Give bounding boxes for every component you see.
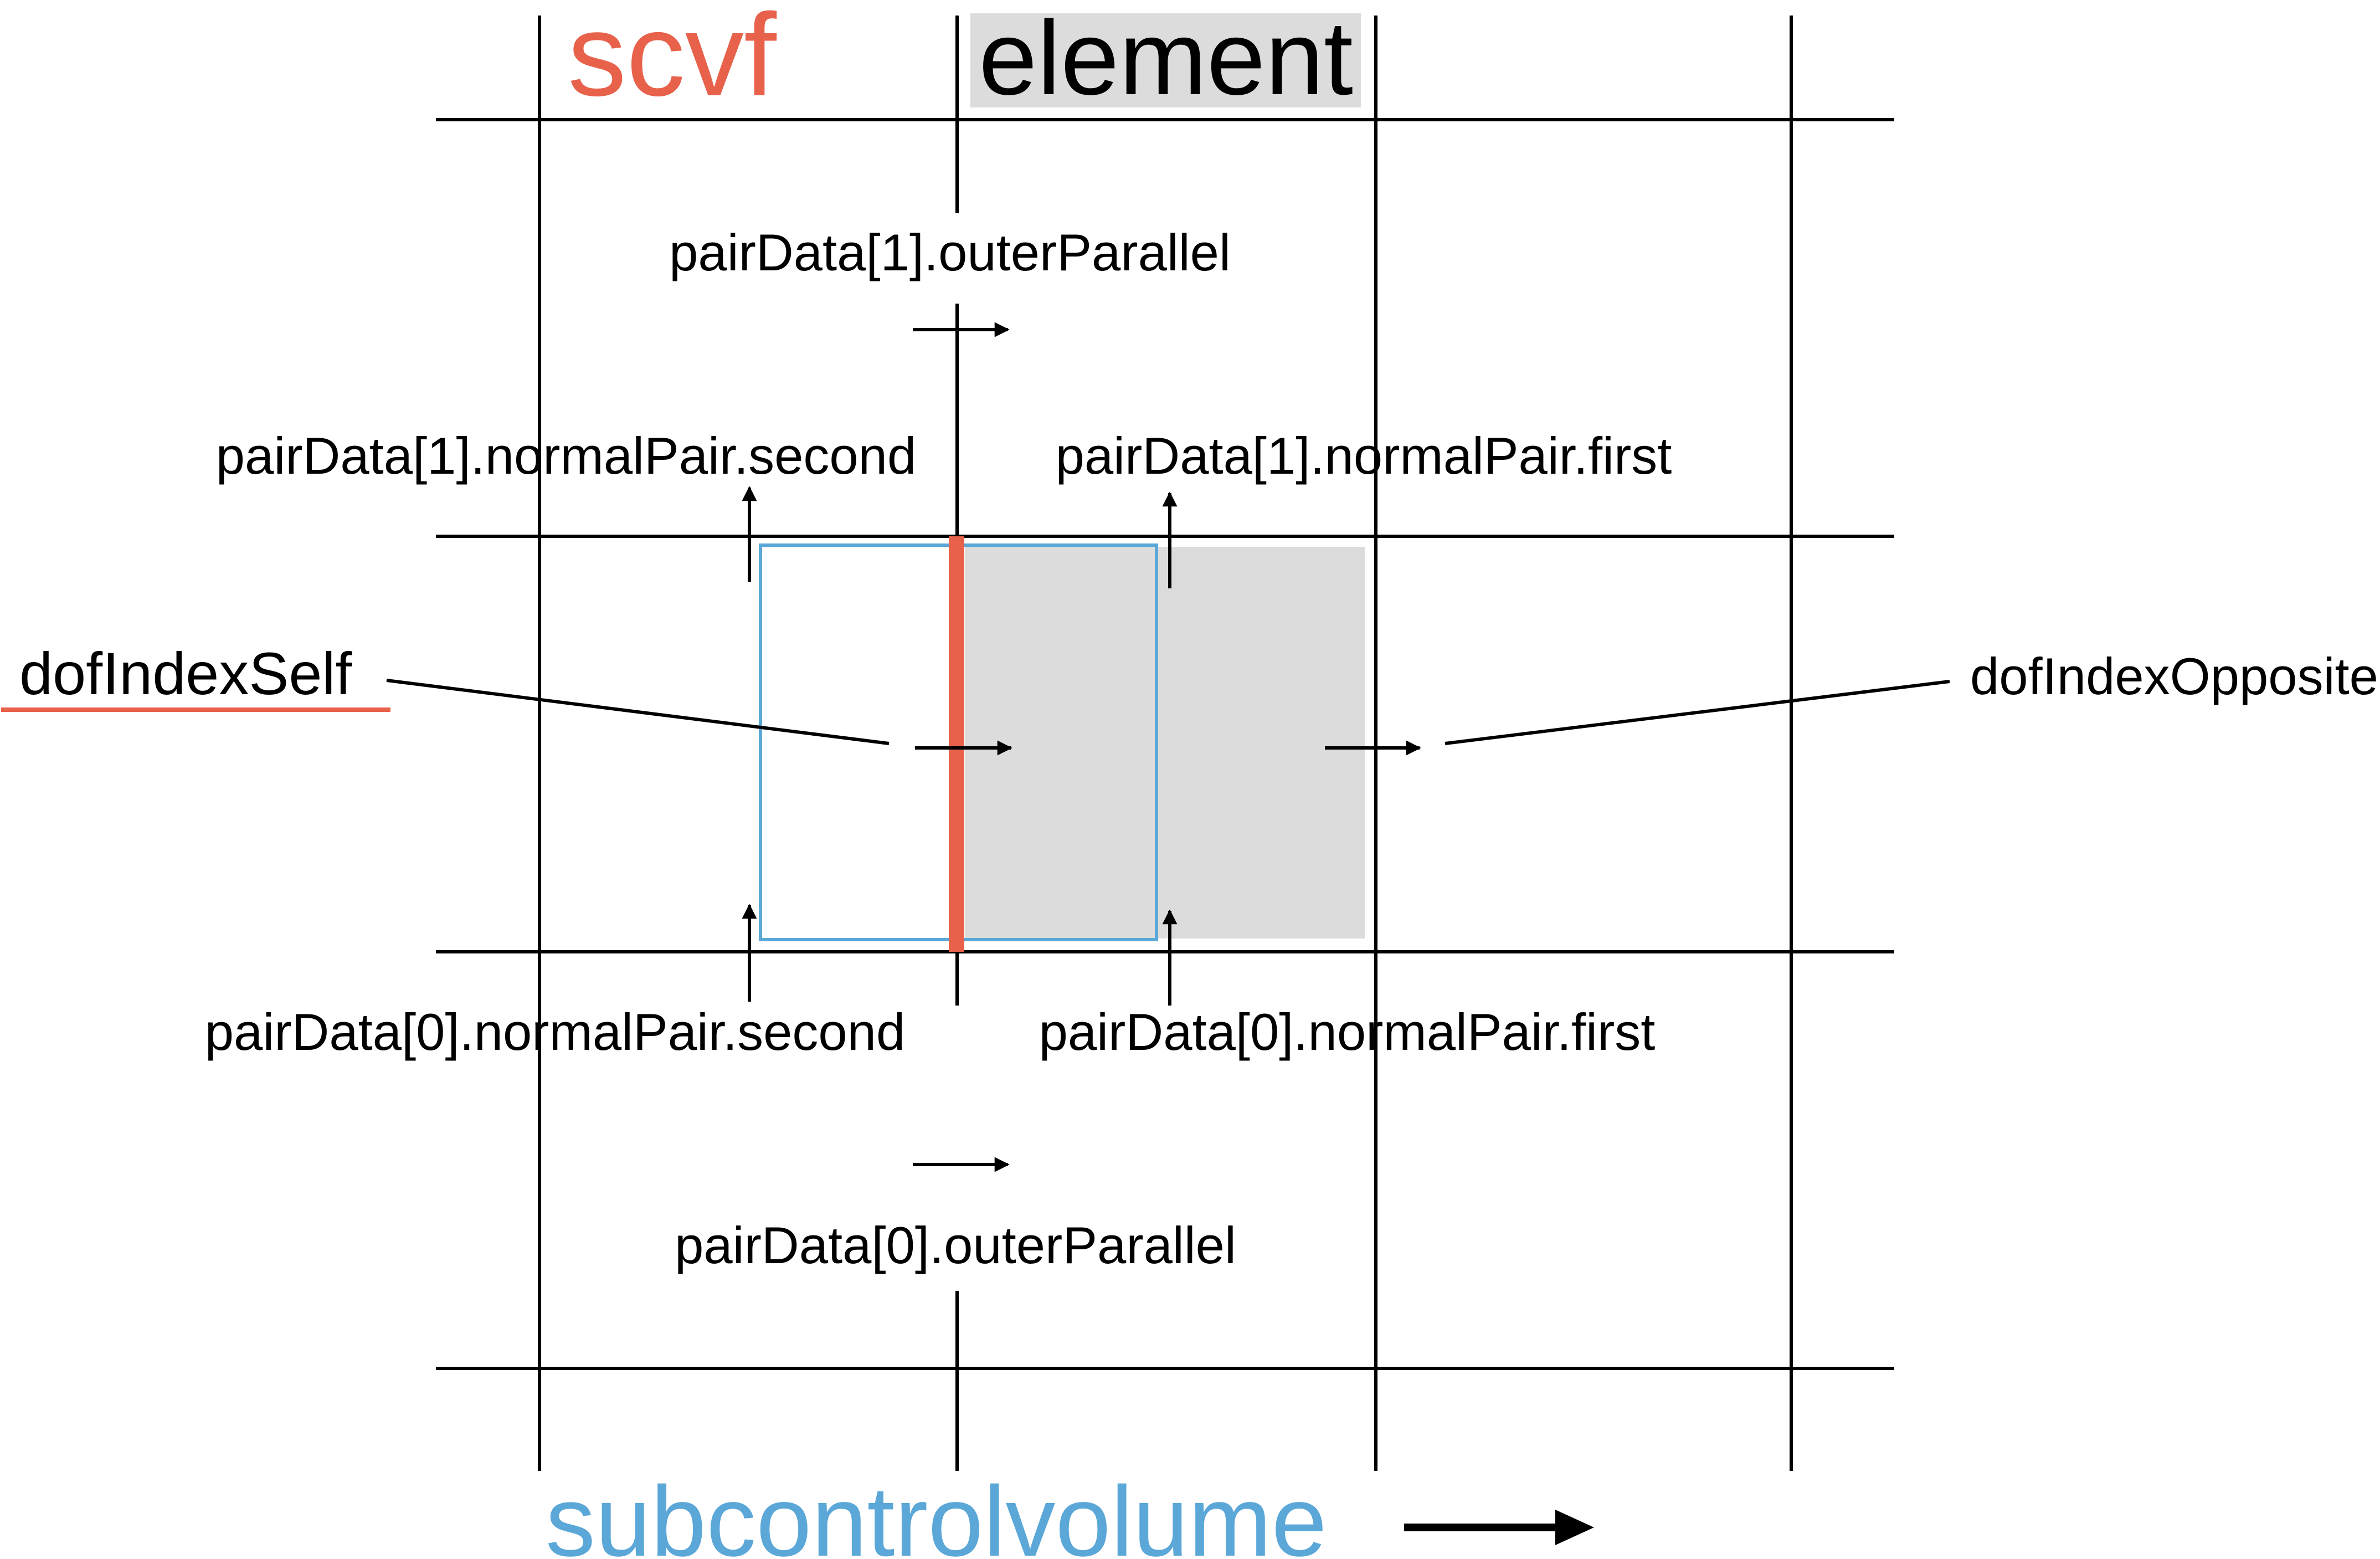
- label-pair0-normal-first: pairData[0].normalPair.first: [1039, 1003, 1656, 1061]
- grid-lines: [436, 16, 1894, 1471]
- label-pair0-outer-parallel: pairData[0].outerParallel: [675, 1216, 1236, 1274]
- subcontrolvolume-legend-label: subcontrolvolume: [546, 1466, 1327, 1559]
- scvf-title: scvf: [568, 0, 777, 120]
- label-pair1-outer-parallel: pairData[1].outerParallel: [669, 223, 1231, 281]
- scvf-face: [949, 536, 964, 952]
- leader-dof-self: [386, 679, 890, 745]
- element-highlight: [965, 547, 1365, 939]
- arrows: [742, 322, 1421, 1172]
- element-title: element: [979, 0, 1353, 117]
- leader-lines: [386, 679, 1950, 745]
- label-dof-index-opposite: dofIndexOpposite: [1970, 647, 2378, 705]
- label-pair0-normal-second: pairData[0].normalPair.second: [205, 1003, 905, 1061]
- label-dof-index-self: dofIndexSelf: [19, 640, 352, 707]
- label-pair1-normal-first: pairData[1].normalPair.first: [1056, 427, 1672, 485]
- label-pair1-normal-second: pairData[1].normalPair.second: [216, 427, 916, 485]
- subcontrolvolume-legend-arrowhead: [1555, 1510, 1594, 1545]
- leader-dof-opposite: [1445, 680, 1950, 745]
- element-title-background: [970, 13, 1361, 107]
